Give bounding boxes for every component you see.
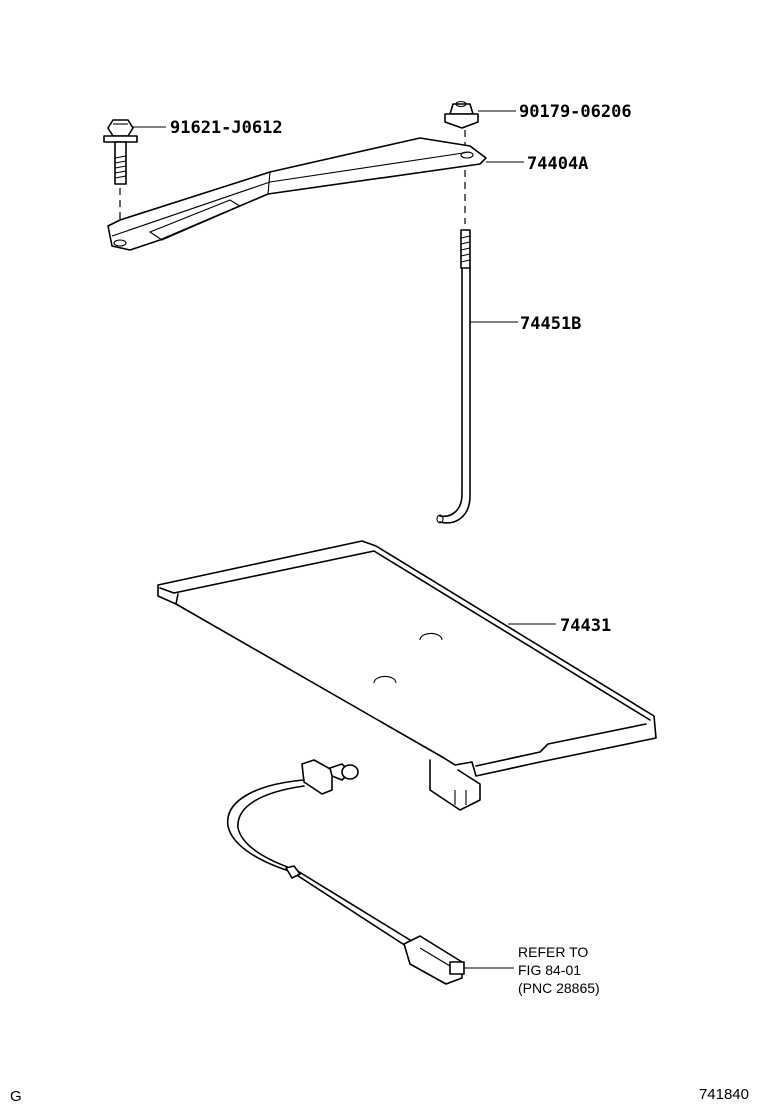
harness-drawing	[227, 759, 465, 985]
footer-left-code: G	[10, 1088, 22, 1105]
rod-drawing	[436, 229, 471, 524]
nut-part-number: 90179-06206	[519, 102, 632, 122]
clamp-drawing	[107, 137, 487, 251]
figure-id: 741840	[699, 1086, 749, 1103]
leader-lines	[133, 110, 556, 969]
reference-line-2: FIG 84-01	[518, 962, 581, 978]
reference-line-3: (PNC 28865)	[518, 980, 600, 996]
clamp-part-number: 74404A	[527, 154, 588, 174]
rod-part-number: 74451B	[520, 314, 581, 334]
tray-drawing	[157, 540, 657, 811]
nut-drawing	[444, 100, 479, 148]
tray-part-number: 74431	[560, 616, 611, 636]
bolt-part-number: 91621-J0612	[170, 118, 283, 138]
reference-line-1: REFER TO	[518, 944, 588, 960]
